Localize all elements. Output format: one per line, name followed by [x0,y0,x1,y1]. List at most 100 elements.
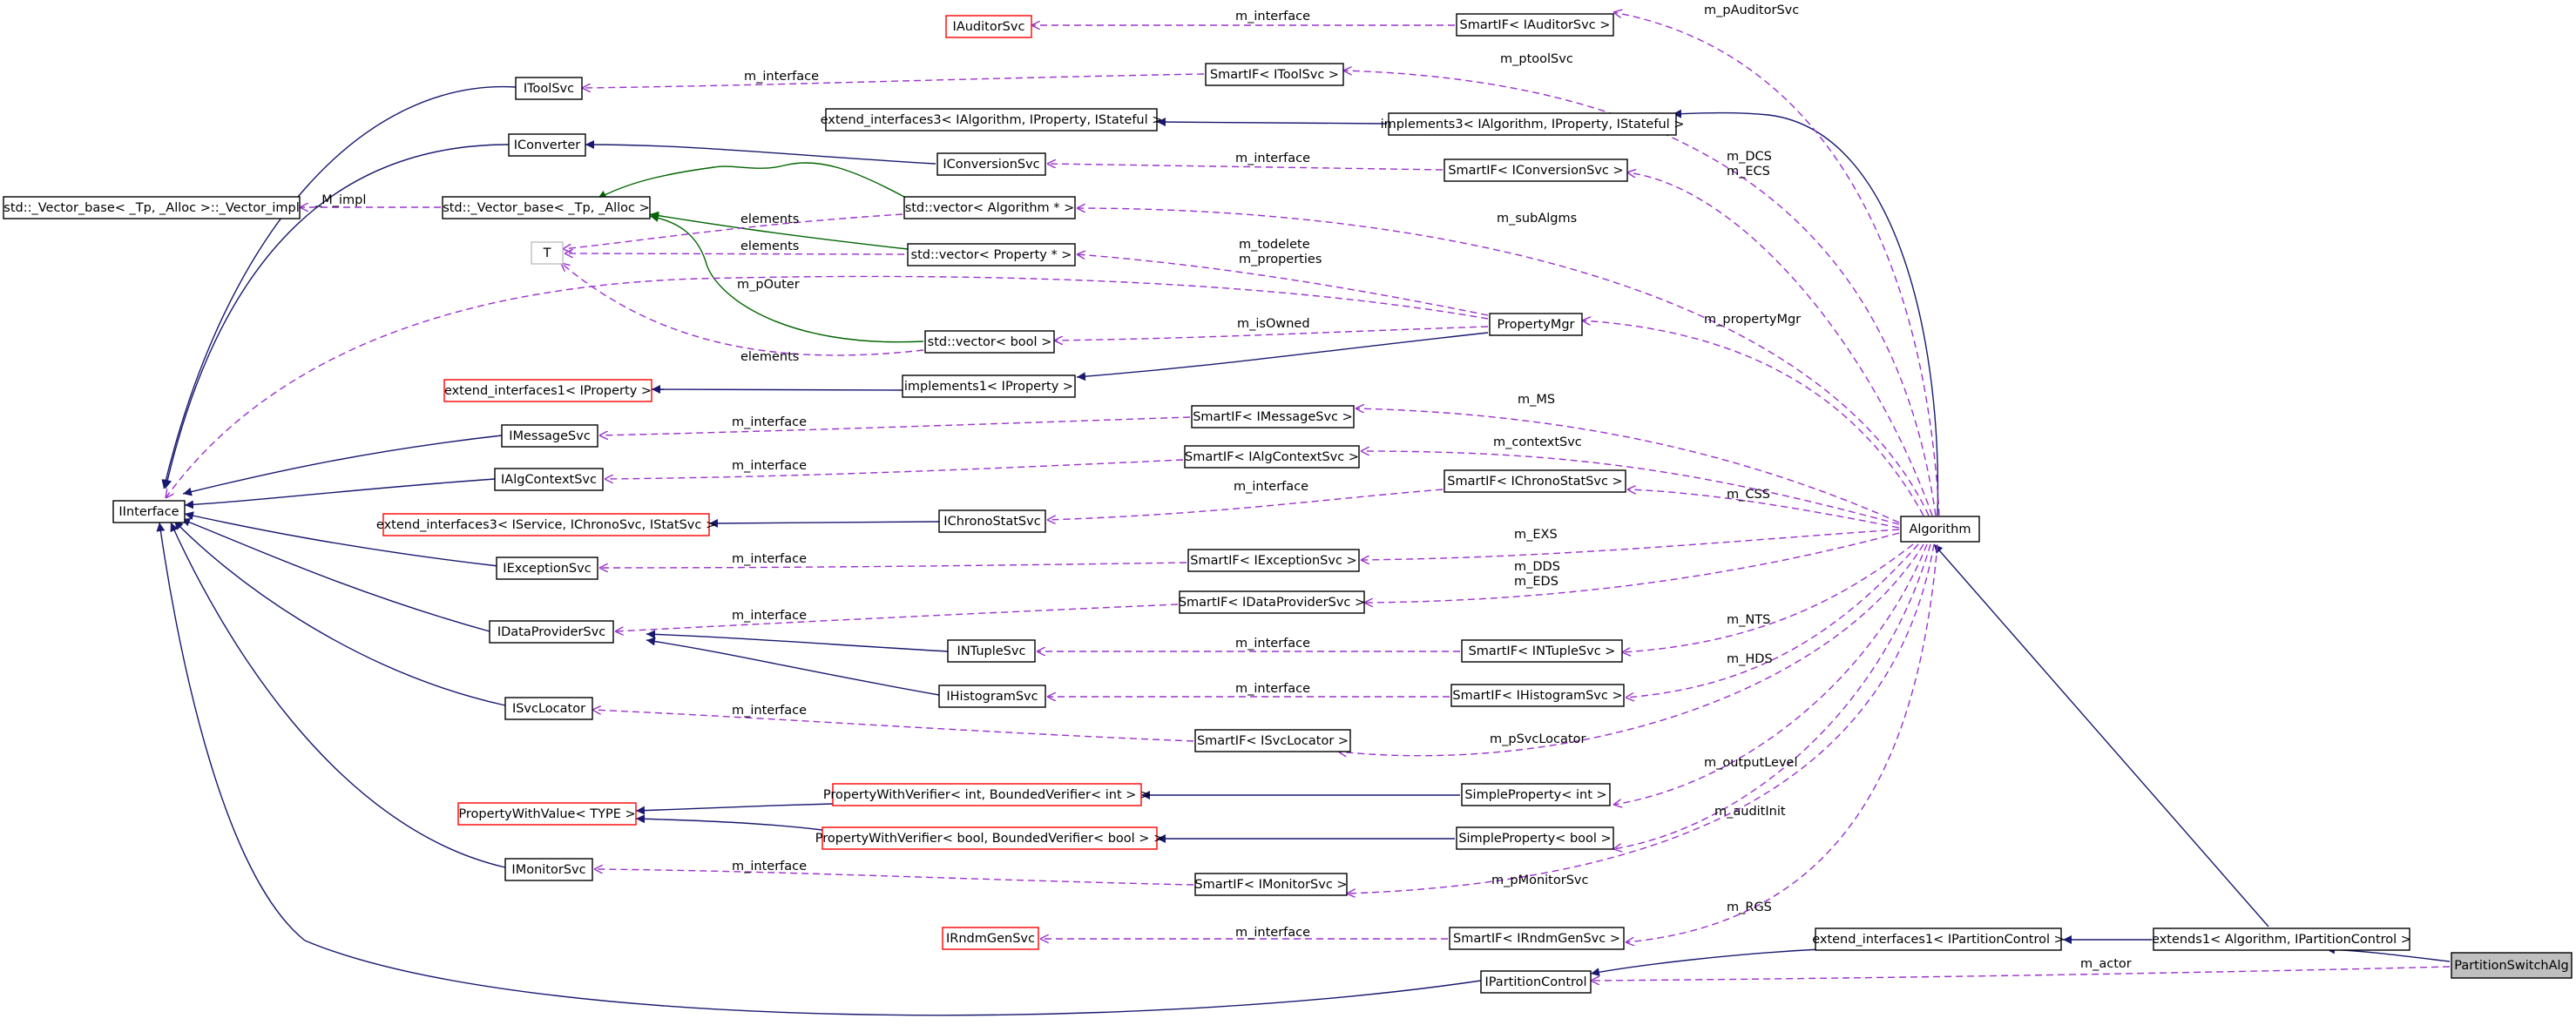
edge-Alg-SmartConv [1627,172,1933,516]
node-SmartIF-IAuditorSvc[interactable]: SmartIF< IAuditorSvc > [1456,13,1614,37]
svg-text:IMonitorSvc: IMonitorSvc [511,863,585,877]
node-IPartitionControl[interactable]: IPartitionControl [1480,970,1592,994]
edge-IPartition-IInterface [156,522,1482,1016]
edges [156,12,2451,1016]
label-RGS: m_RGS [1727,900,1772,914]
label-DDS: m_DDS [1514,560,1560,574]
node-SmartIF-IAlgContextSvc[interactable]: SmartIF< IAlgContextSvc > [1184,445,1360,469]
label-isOwned: m_isOwned [1237,317,1310,331]
edge-Alg-SmartExc [1361,529,1900,560]
svg-text:PartitionSwitchAlg: PartitionSwitchAlg [2454,959,2569,973]
svg-text:std::vector< bool >: std::vector< bool > [928,335,1052,349]
node-IInterface[interactable]: IInterface [112,500,186,523]
node-PropertyWithVerifier-bool[interactable]: PropertyWithVerifier< bool, BoundedVerif… [815,826,1164,850]
node-SmartIF-IToolSvc[interactable]: SmartIF< IToolSvc > [1205,63,1344,86]
node-implements3-IAlgorithm[interactable]: implements3< IAlgorithm, IProperty, ISta… [1381,112,1685,136]
svg-text:IInterface: IInterface [118,505,179,519]
label-EDS: m_EDS [1514,575,1558,589]
svg-text:IPartitionControl: IPartitionControl [1484,975,1586,989]
node-extend-interfaces1-IPartitionControl[interactable]: extend_interfaces1< IPartitionControl > [1812,927,2065,951]
node-IMonitorSvc[interactable]: IMonitorSvc [504,858,593,881]
node-SmartIF-INTupleSvc[interactable]: SmartIF< INTupleSvc > [1461,639,1623,663]
edge-Alg-vectorAlg [1077,208,1930,516]
edge-Alg-SmartChrono [1627,489,1900,529]
node-SmartIF-IChronoStatSvc[interactable]: SmartIF< IChronoStatSvc > [1444,469,1626,493]
edge-vectorProp-T [565,253,905,254]
node-ISvcLocator[interactable]: ISvcLocator [504,697,593,720]
svg-text:SmartIF< IDataProviderSvc >: SmartIF< IDataProviderSvc > [1179,596,1365,610]
node-PropertyWithVerifier-int[interactable]: PropertyWithVerifier< int, BoundedVerifi… [823,783,1151,806]
node-PropertyWithValue-TYPE[interactable]: PropertyWithValue< TYPE > [457,802,637,826]
svg-text:std::vector< Algorithm * >: std::vector< Algorithm * > [905,201,1075,215]
node-vector-impl[interactable]: std::_Vector_base< _Tp, _Alloc >::_Vecto… [3,196,301,219]
node-SmartIF-IConversionSvc[interactable]: SmartIF< IConversionSvc > [1444,159,1628,182]
node-IExceptionSvc[interactable]: IExceptionSvc [496,556,598,580]
node-IConverter[interactable]: IConverter [508,133,586,157]
node-SimpleProperty-bool[interactable]: SimpleProperty< bool > [1456,826,1614,850]
svg-text:INTupleSvc: INTupleSvc [957,644,1026,658]
node-extend-interfaces3-IAlgorithm[interactable]: extend_interfaces3< IAlgorithm, IPropert… [821,108,1163,132]
svg-text:extend_interfaces3< IAlgorithm: extend_interfaces3< IAlgorithm, IPropert… [821,113,1163,127]
edge-Partition-IPartition [1591,966,2451,981]
svg-text:IRndmGenSvc: IRndmGenSvc [946,932,1035,946]
node-SimpleProperty-int[interactable]: SimpleProperty< int > [1461,783,1611,806]
node-IConversionSvc[interactable]: IConversionSvc [936,152,1046,176]
svg-text:implements3< IAlgorithm, IProp: implements3< IAlgorithm, IProperty, ISta… [1381,118,1685,132]
label-CSS: m_CSS [1727,488,1770,502]
node-T[interactable]: T [531,241,564,265]
svg-text:std::vector< Property * >: std::vector< Property * > [911,248,1072,262]
label-mon-interface: m_interface [732,860,807,873]
edge-IConversion-IConverter [585,140,936,165]
node-IToolSvc[interactable]: IToolSvc [515,77,583,100]
edge-SmartAlgCtx-IAlgCtx [605,459,1184,479]
edge-PropMgr-IInterface [166,275,1489,498]
label-pSvcLocator: m_pSvcLocator [1490,732,1585,746]
node-extends1-Algorithm[interactable]: extends1< Algorithm, IPartitionControl > [2152,927,2411,951]
edge-SmartDP-IDP [615,604,1179,631]
edge-IMonitor-IInterface [170,522,506,868]
node-IChronoStatSvc[interactable]: IChronoStatSvc [938,509,1046,533]
node-SmartIF-IMonitorSvc[interactable]: SmartIF< IMonitorSvc > [1194,873,1348,896]
node-vector-Property[interactable]: std::vector< Property * > [907,243,1076,266]
label-todelete: m_todelete [1239,238,1310,252]
node-SmartIF-IMessageSvc[interactable]: SmartIF< IMessageSvc > [1191,405,1355,428]
svg-text:SmartIF< ISvcLocator >: SmartIF< ISvcLocator > [1197,734,1349,748]
node-IAuditorSvc[interactable]: IAuditorSvc [945,15,1032,38]
node-IRndmGenSvc[interactable]: IRndmGenSvc [942,927,1039,950]
node-PartitionSwitchAlg[interactable]: PartitionSwitchAlg [2451,952,2573,979]
edge-Alg-SmartAlgCtx [1361,451,1900,525]
node-SmartIF-ISvcLocator[interactable]: SmartIF< ISvcLocator > [1194,729,1351,752]
node-SmartIF-IRndmGenSvc[interactable]: SmartIF< IRndmGenSvc > [1449,927,1625,950]
label-pMonitorSvc: m_pMonitorSvc [1491,873,1588,887]
node-IDataProviderSvc[interactable]: IDataProviderSvc [489,620,614,644]
svg-text:IChronoStatSvc: IChronoStatSvc [943,515,1040,529]
node-SmartIF-IExceptionSvc[interactable]: SmartIF< IExceptionSvc > [1187,549,1360,572]
node-vector-Algorithm[interactable]: std::vector< Algorithm * > [903,196,1076,219]
node-IHistogramSvc[interactable]: IHistogramSvc [938,685,1046,708]
label-elements-1: elements [740,212,799,226]
node-extend-interfaces3-IService[interactable]: extend_interfaces3< IService, IChronoSvc… [376,513,716,536]
node-SmartIF-IDataProviderSvc[interactable]: SmartIF< IDataProviderSvc > [1179,590,1365,614]
node-Algorithm[interactable]: Algorithm [1900,516,1980,543]
svg-text:IConversionSvc: IConversionSvc [943,158,1039,172]
node-PropertyMgr[interactable]: PropertyMgr [1489,313,1583,336]
node-vector-base[interactable]: std::_Vector_base< _Tp, _Alloc > [442,196,651,219]
edge-Alg-SmartAud [1613,12,1940,516]
svg-text:PropertyWithVerifier< int, Bou: PropertyWithVerifier< int, BoundedVerifi… [823,788,1151,802]
edge-IDataProvider-IInterface [180,517,490,632]
svg-text:IDataProviderSvc: IDataProviderSvc [497,625,605,639]
svg-text:SmartIF< IConversionSvc >: SmartIF< IConversionSvc > [1448,164,1623,178]
node-IAlgContextSvc[interactable]: IAlgContextSvc [494,468,604,491]
label-hist-interface: m_interface [1235,682,1310,696]
edge-SmartExc-IExc [599,562,1187,568]
node-INTupleSvc[interactable]: INTupleSvc [947,639,1036,663]
node-extend-interfaces1-IProperty[interactable]: extend_interfaces1< IProperty > [443,379,652,402]
edge-INTuple-IDataProvider [646,630,949,652]
node-IMessageSvc[interactable]: IMessageSvc [501,424,598,448]
svg-text:Algorithm: Algorithm [1909,523,1971,536]
edge-SmartTool-IToolSvc [582,73,1205,88]
edge-PWVbool-PWV [635,814,823,831]
node-vector-bool[interactable]: std::vector< bool > [924,330,1055,354]
node-implements1-IProperty[interactable]: implements1< IProperty > [902,374,1076,398]
node-SmartIF-IHistogramSvc[interactable]: SmartIF< IHistogramSvc > [1450,684,1625,707]
